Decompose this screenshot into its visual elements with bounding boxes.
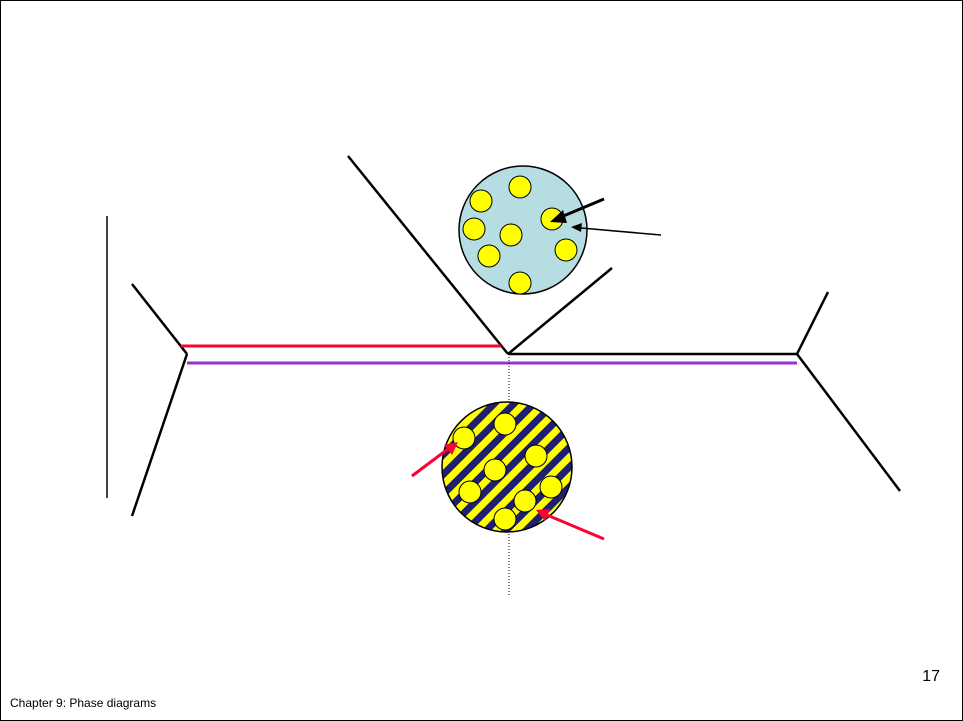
- particle: [508, 175, 532, 199]
- liquidus-center-left: [347, 155, 509, 355]
- liquidus-left-upper: [131, 283, 188, 355]
- liquidus-center-right: [507, 267, 613, 355]
- particle: [469, 189, 493, 213]
- particle: [452, 426, 476, 450]
- particle: [513, 489, 537, 513]
- particle: [462, 217, 486, 241]
- solidus-left-lower: [130, 353, 189, 517]
- page-number: 17: [922, 668, 940, 685]
- particle: [508, 271, 532, 295]
- red-arrow-left: [411, 442, 458, 478]
- particle: [539, 475, 563, 499]
- particle: [493, 507, 517, 531]
- particle: [499, 223, 523, 247]
- solidus-right-lower: [796, 353, 901, 492]
- red-arrow-right: [536, 509, 605, 541]
- footer-chapter-title: Chapter 9: Phase diagrams: [10, 696, 157, 710]
- black-arrow-lower: [571, 223, 662, 236]
- liquid-microstructure-circle: [458, 165, 588, 295]
- eutectic-microstructure-circle: [441, 401, 573, 533]
- particle: [477, 244, 501, 268]
- particle: [554, 238, 578, 262]
- particle: [524, 444, 548, 468]
- particle: [483, 458, 507, 482]
- particle: [458, 480, 482, 504]
- black-arrow-upper: [550, 197, 605, 223]
- liquidus-right-upper: [795, 291, 830, 355]
- particle: [493, 412, 517, 436]
